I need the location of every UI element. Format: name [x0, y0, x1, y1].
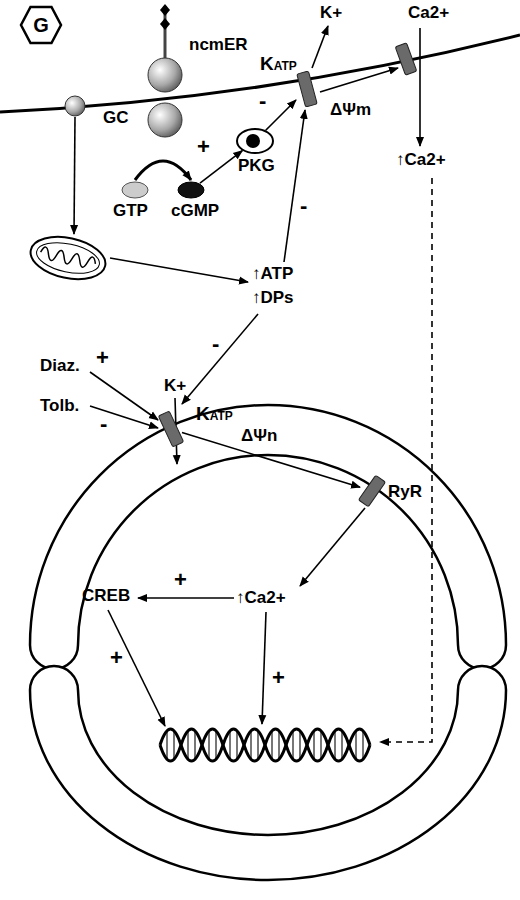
dna-strand — [160, 729, 370, 761]
ion-label: K+ — [320, 3, 342, 23]
metabolite-label: ↑ATP — [252, 264, 293, 284]
ion-efflux-arrow — [312, 26, 328, 68]
mitochondrion-outer — [27, 231, 110, 286]
node-label: RyR — [388, 482, 422, 502]
ligand-hexagon: G — [20, 6, 62, 44]
ligand-mark — [160, 18, 170, 30]
product-ellipse: cGMP — [177, 181, 205, 199]
mitochondrion — [27, 231, 110, 286]
activation-arrow — [262, 612, 266, 724]
channel-shape — [297, 71, 317, 107]
potential-label: ΔΨm — [330, 100, 371, 120]
enzyme-sphere-outline — [147, 102, 183, 138]
substrate-ellipse: GTP — [121, 181, 149, 199]
edge-label: ΔΨn — [241, 426, 277, 446]
protein-label: CREB — [82, 586, 130, 606]
dna-strand — [160, 729, 370, 761]
node-label: GTP — [113, 201, 148, 221]
node-label: PKG — [238, 156, 275, 176]
channel-shape — [158, 411, 183, 447]
channel-symbol-outline — [296, 70, 318, 108]
ion-label: ↑Ca2+ — [236, 588, 286, 608]
sphere-shape — [148, 58, 182, 92]
hexagon-shape — [21, 7, 61, 43]
ellipse-shape — [237, 129, 273, 153]
node-label: ncmER — [189, 35, 248, 55]
receptor-sphere — [65, 96, 85, 116]
inhibition-arrow — [182, 314, 258, 404]
release-arrow — [300, 508, 365, 586]
product-ellipse-outline — [177, 181, 205, 199]
ligand-mark — [160, 4, 170, 16]
channel-symbol — [395, 43, 417, 75]
signal-arrow — [74, 117, 75, 234]
channel-symbol: RyR — [360, 474, 384, 508]
mitochondrion-cristae — [39, 246, 96, 269]
sign-label: + — [96, 348, 109, 368]
edge-label: - — [259, 91, 266, 111]
flow-arrow — [110, 258, 248, 282]
sign-label: - — [300, 196, 307, 216]
receptor-sphere-outline — [147, 57, 183, 93]
connector-arrow — [135, 161, 191, 180]
ion-influx-arrow — [419, 28, 421, 146]
drug-label: Diaz. — [40, 356, 80, 376]
kinase-core — [246, 134, 260, 148]
connector-arrow — [266, 100, 296, 130]
ellipse-shape — [178, 182, 204, 198]
node-label: G — [20, 6, 62, 44]
channel-symbol: KATP — [296, 70, 318, 108]
sign-label: + — [272, 668, 285, 688]
node-label: GC — [103, 108, 129, 128]
kinase-ellipse-outline — [236, 128, 274, 154]
mitochondrion-inner — [34, 238, 102, 279]
sphere-shape — [148, 103, 182, 137]
node-label: cGMP — [171, 201, 219, 221]
channel-symbol-outline — [360, 474, 384, 508]
node-label: KATP — [260, 54, 297, 76]
node-label: KATP — [196, 404, 233, 426]
sign-label: + — [174, 570, 187, 590]
activator-arrow — [90, 372, 158, 420]
ellipse-shape — [122, 182, 148, 198]
kinase-ellipse: PKG — [236, 128, 274, 154]
dashed-arrow — [380, 178, 432, 742]
sign-label: + — [110, 648, 123, 668]
potential-arrow — [320, 68, 398, 92]
substrate-ellipse-outline — [121, 181, 149, 199]
activation-arrow — [108, 610, 165, 726]
channel-shape — [358, 475, 385, 506]
metabolite-label: ↑DPs — [252, 288, 294, 308]
channel-symbol-outline — [160, 410, 182, 448]
activation-arrow — [138, 597, 234, 599]
nuclear-envelope-upper — [30, 405, 506, 669]
sign-label: - — [212, 334, 219, 354]
receptor-sphere: ncmER — [147, 57, 183, 93]
inhibition-arrow — [284, 110, 305, 262]
ion-label: Ca2+ — [408, 3, 449, 23]
drug-label: Tolb. — [40, 396, 79, 416]
enzyme-sphere: GC — [147, 102, 183, 138]
channel-symbol: KATP — [160, 410, 182, 448]
ion-label: K+ — [164, 376, 186, 396]
edge-label: + — [197, 137, 210, 157]
sign-label: - — [100, 414, 107, 434]
nuclear-envelope-lower — [30, 666, 506, 880]
ion-label: ↑Ca2+ — [396, 150, 446, 170]
